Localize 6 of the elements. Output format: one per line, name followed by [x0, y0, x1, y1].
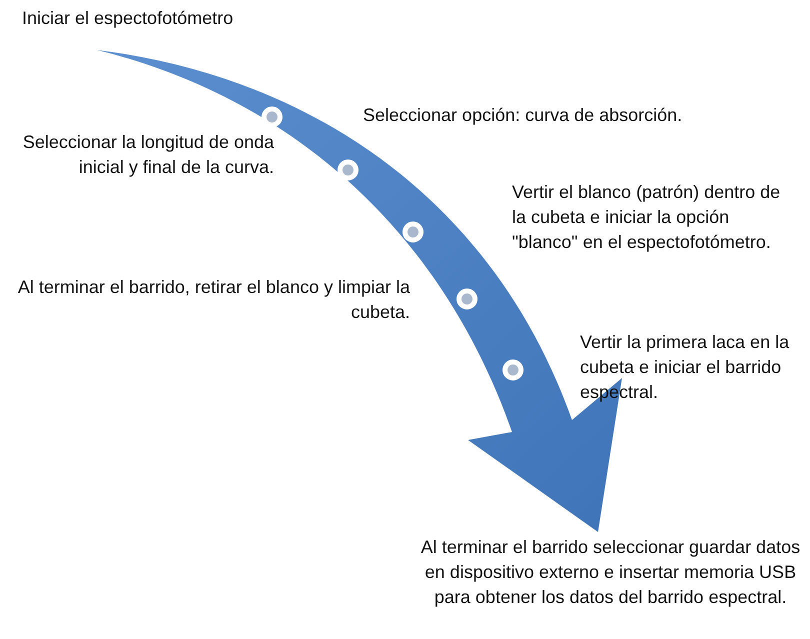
step-text: Seleccionar la longitud de onda inicial y final de la curva. — [22, 131, 274, 179]
step-text: Iniciar el espectofotómetro — [22, 7, 234, 30]
step-text: Seleccionar opción: curva de absorción. — [363, 104, 684, 127]
step-text: Vertir el blanco (patrón) dentro de la cubeta e iniciar la opción "blanco" en el espectofotómetro. — [512, 181, 782, 254]
step-text: Al terminar el barrido seleccionar guardar datos en dispositivo externo e insertar memoria USB para obtener los datos del barrido espectral. — [420, 536, 802, 609]
step-text: Al terminar el barrido, retirar el blanco y limpiar la cubeta. — [16, 276, 410, 324]
